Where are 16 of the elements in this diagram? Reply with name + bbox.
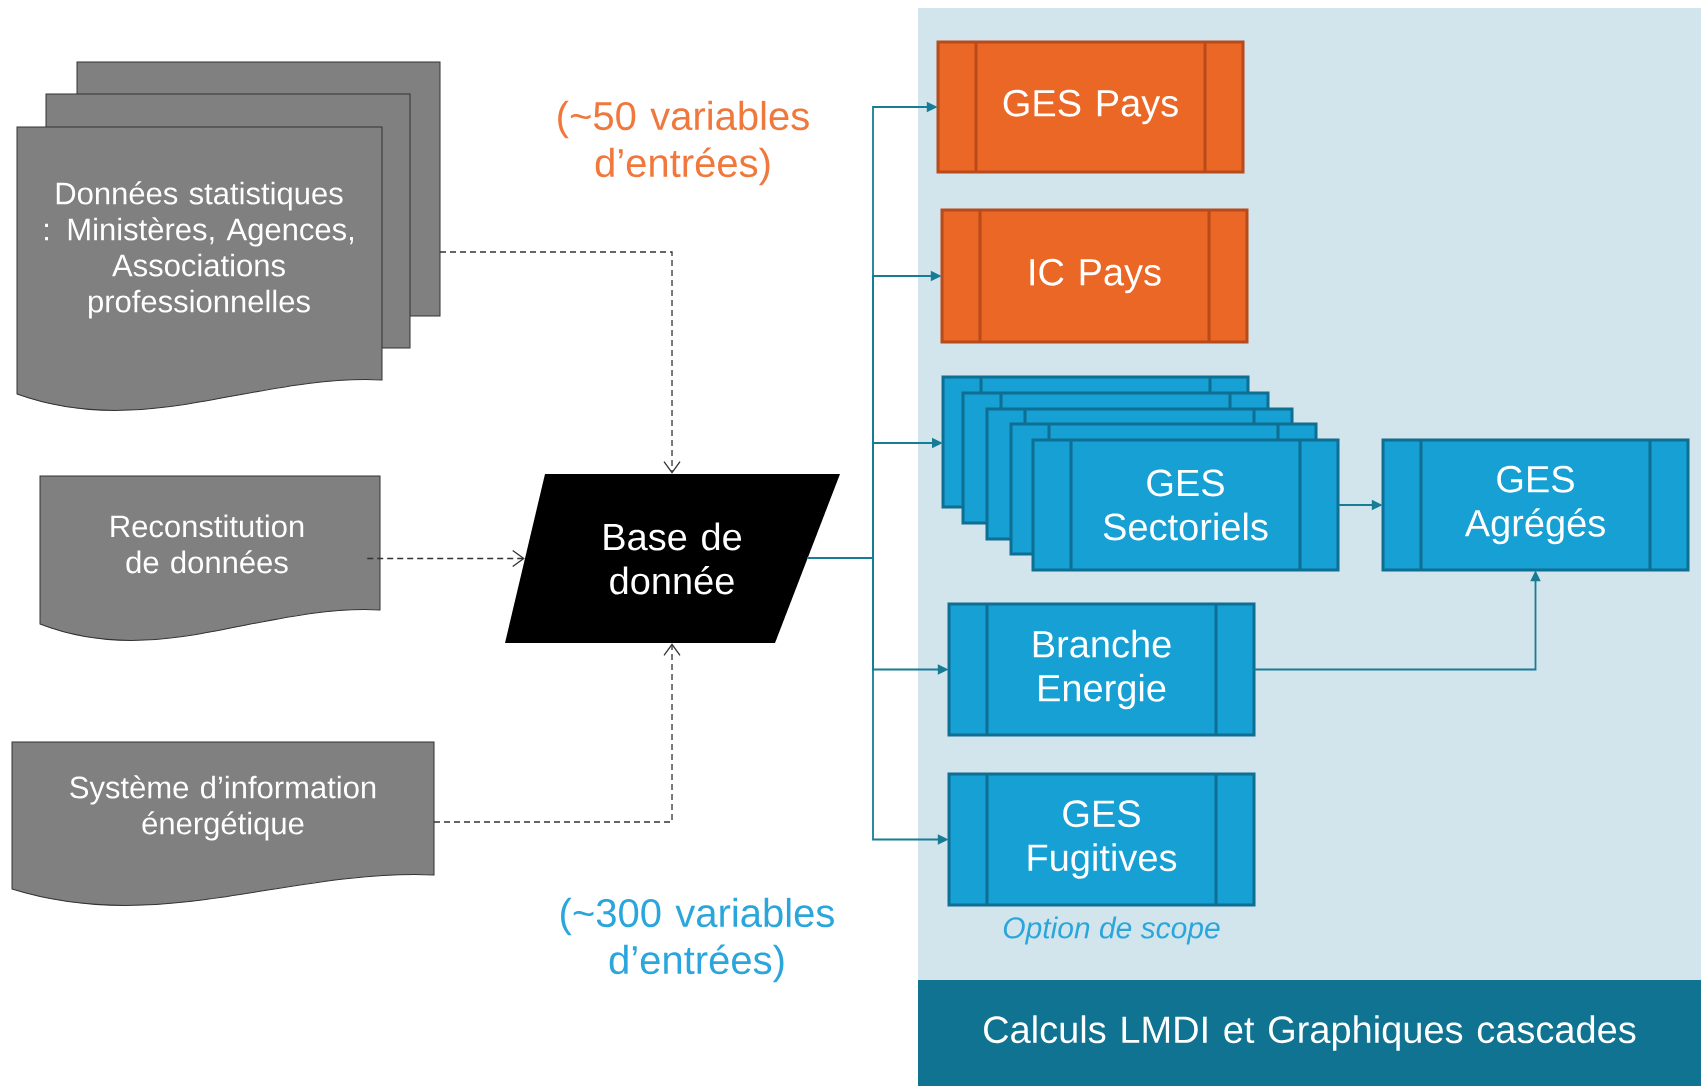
process-box: GES Pays xyxy=(936,40,1245,174)
node-label: Sectoriels xyxy=(1103,512,1268,541)
arrow xyxy=(439,251,681,474)
note-text: (~50 variables d’entrées) xyxy=(558,100,809,186)
arrow xyxy=(366,549,525,568)
note-text: Option de scope xyxy=(1003,916,1220,945)
note-text: (~300 variables d’entrées) xyxy=(561,897,834,983)
process-box: GES Agrégés xyxy=(1381,438,1690,572)
process-box: Branche Energie xyxy=(947,602,1256,737)
process-box: GES Fugitives xyxy=(947,772,1256,907)
title-band: Calculs LMDI et Graphiques cascades xyxy=(918,980,1701,1086)
data-parallelogram: Base de donnée xyxy=(505,474,840,643)
arrow xyxy=(433,643,681,823)
stacked-process-box: GES Sectoriels xyxy=(941,375,1340,572)
process-box: IC Pays xyxy=(940,208,1249,344)
document-stack: Données statistiques : Ministères, Agences, Associations professionnelles xyxy=(16,61,441,411)
